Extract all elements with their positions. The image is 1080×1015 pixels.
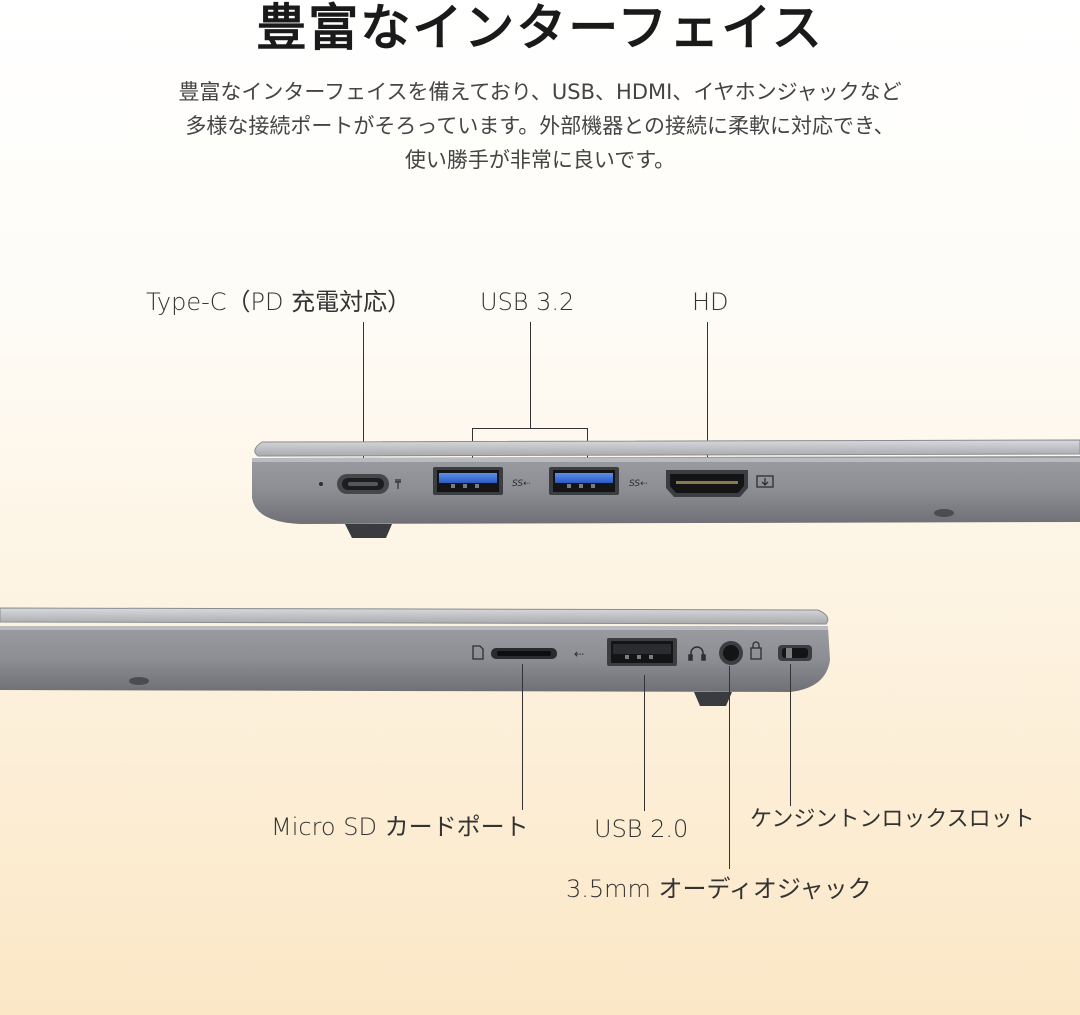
description-line-3: 使い勝手が非常に良いです。 (404, 148, 676, 172)
audio-jack (719, 641, 743, 665)
ss-usb-icon-1: SS⇠ (512, 479, 531, 489)
leader-hd (707, 322, 708, 468)
label-audio: 3.5mm オーディオジャック (566, 875, 872, 903)
usb20-port (607, 638, 677, 666)
display-out-icon (756, 475, 774, 488)
ss-usb-icon-2: SS⇠ (629, 479, 648, 489)
lock-icon (750, 641, 762, 660)
usb-icon: ⇠ (574, 647, 584, 661)
leader-usb32-bracket (472, 428, 588, 429)
hdmi-port (666, 470, 748, 497)
leader-usb32 (530, 322, 531, 428)
typec-port (337, 474, 389, 494)
label-usb32: USB 3.2 (480, 288, 575, 316)
leader-audio (729, 666, 730, 869)
kensington-slot (778, 645, 812, 661)
label-typec: Type-C（PD 充電対応） (146, 288, 412, 316)
sd-card-icon (472, 645, 484, 660)
headphone-icon (688, 646, 706, 661)
label-microsd: Micro SD カードポート (271, 813, 529, 841)
power-icon (395, 479, 401, 489)
leader-microsd (522, 664, 523, 810)
leader-kensington (790, 664, 791, 806)
microsd-slot (491, 648, 557, 659)
usb32-port-1 (433, 467, 503, 495)
description-line-2: 多様な接続ポートがそろっています。外部機器との接続に柔軟に対応でき、 (185, 114, 895, 138)
label-kensington: ケンジントンロックスロット (750, 807, 1035, 832)
page-title: 豊富なインターフェイス (256, 0, 824, 57)
usb32-port-2 (549, 467, 619, 495)
label-hd: HD (692, 288, 729, 316)
leader-usb20 (644, 675, 645, 811)
leader-typec (363, 322, 364, 468)
label-usb20: USB 2.0 (594, 815, 689, 843)
description-line-1: 豊富なインターフェイスを備えており、USB、HDMI、イヤホンジャックなど (178, 80, 902, 104)
